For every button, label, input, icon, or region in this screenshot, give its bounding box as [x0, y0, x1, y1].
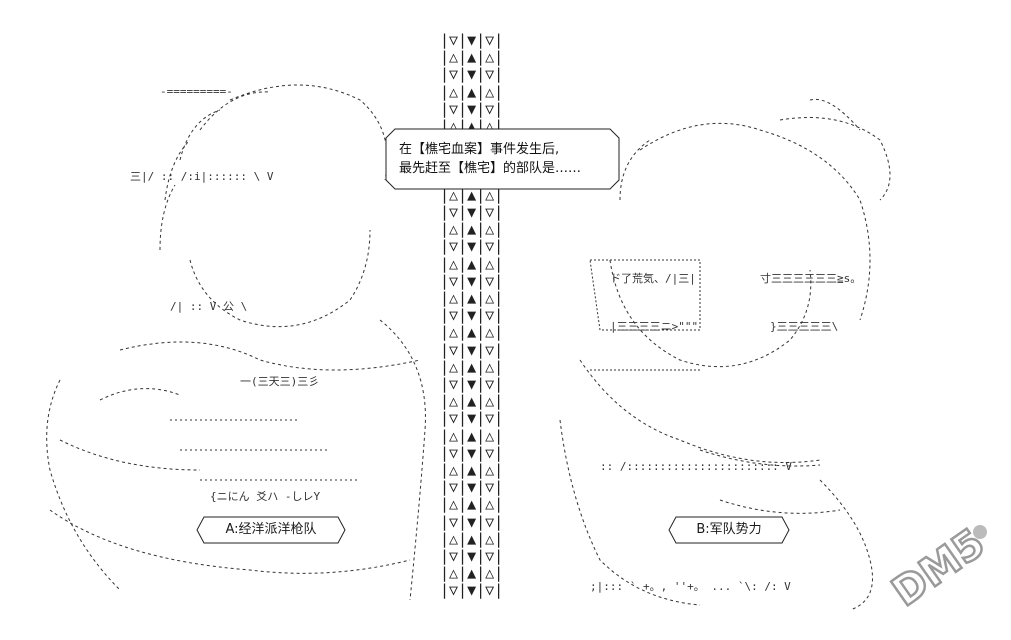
- triangle-row: |▽|▼|▽|: [440, 340, 504, 359]
- triangle-row: |▽|▼|▽|: [440, 478, 504, 497]
- watermark-dot-icon: [973, 525, 987, 539]
- faction-a-tag: A:经洋派洋枪队: [196, 516, 346, 544]
- triangle-row: |△|▲|△|: [440, 185, 504, 204]
- triangle-row: |▽|▼|▽|: [440, 203, 504, 221]
- triangle-row: |△|▲|△|: [440, 461, 504, 479]
- triangle-row: |△|▲|△|: [440, 426, 504, 445]
- triangle-row: |▽|▼|▽|: [440, 237, 504, 256]
- bubble-line-2: 最先赶至【樵宅】的部队是……: [399, 161, 582, 176]
- faction-a-frame: [196, 516, 346, 544]
- triangle-row: |△|▲|△|: [440, 357, 504, 376]
- triangle-row: |▽|▼|▽|: [440, 99, 504, 118]
- triangle-row: |△|▲|△|: [440, 392, 504, 411]
- svg-text:-=========-: -=========-: [160, 85, 233, 98]
- svg-text:ド了荒気、/|三|: ド了荒気、/|三|: [610, 271, 696, 285]
- triangle-row: |△|▲|△|: [440, 82, 504, 101]
- narration-bubble: 在【樵宅血案】事件发生后, 最先赶至【樵宅】的部队是……: [385, 128, 620, 190]
- triangle-row: |△|▲|△|: [440, 564, 504, 583]
- triangle-row: |▽|▼|▽|: [440, 547, 504, 565]
- faction-b-label: B:军队势力: [696, 522, 762, 537]
- svg-text:|三三三三ニ>""": |三三三三ニ>""": [610, 320, 698, 333]
- triangle-row: |△|▲|△|: [440, 220, 504, 239]
- right-figure-collar: [699, 449, 841, 514]
- faction-b-tag: B:军队势力: [668, 516, 790, 544]
- center-triangle-column: |▽|▼|▽||△|▲|△||▽|▼|▽||△|▲|△||▽|▼|▽||△|▲|…: [440, 32, 550, 612]
- bubble-frame: [385, 128, 620, 190]
- triangle-row: |▽|▼|▽|: [440, 409, 504, 428]
- triangle-row: |▽|▼|▽|: [440, 443, 504, 462]
- triangle-row: |△|▲|△|: [440, 323, 504, 342]
- triangle-row: |△|▲|△|: [440, 254, 504, 273]
- svg-text:寸三三三三三三≧s。: 寸三三三三三三≧s。: [760, 271, 861, 285]
- left-figure-hair: [159, 84, 388, 251]
- right-figure-body: [559, 359, 873, 611]
- bubble-text: 在【樵宅血案】事件发生后, 最先赶至【樵宅】的部队是……: [399, 140, 581, 178]
- svg-text:}三三三三三\: }三三三三三\: [770, 320, 838, 333]
- triangle-row: |▽|▼|▽|: [440, 581, 504, 600]
- svg-text:一(三天三)三彡: 一(三天三)三彡: [240, 375, 319, 388]
- svg-text::: /::::::::::::::::::::::: V: :: /::::::::::::::::::::::: V: [600, 460, 792, 473]
- triangle-row: |▽|▼|▽|: [440, 375, 504, 393]
- triangle-row: |▽|▼|▽|: [440, 306, 504, 325]
- left-figure-arm: [46, 319, 426, 601]
- triangle-row: |▽|▼|▽|: [440, 65, 504, 84]
- bubble-line-1: 在【樵宅血案】事件发生后,: [399, 142, 560, 157]
- left-figure-face: [189, 229, 371, 328]
- svg-text:/| :: V 公 \: /| :: V 公 \: [170, 300, 247, 313]
- triangle-row: |△|▲|△|: [440, 529, 504, 548]
- triangle-row: |▽|▼|▽|: [440, 271, 504, 290]
- svg-text:三|/ :: /:i|:::::: \ V: 三|/ :: /:i|:::::: \ V: [130, 170, 274, 183]
- triangle-row: |▽|▼|▽|: [440, 512, 504, 531]
- right-figure-head: [619, 122, 871, 321]
- svg-text:;|::: ` +。, ''+。 ... `\: /: V: ;|::: ` +。, ''+。 ... `\: /: V: [590, 580, 791, 593]
- dm5-watermark-logo: DM5: [880, 516, 998, 617]
- right-figure-hat: [779, 98, 891, 201]
- triangle-row: |△|▲|△|: [440, 289, 504, 307]
- triangle-row: |△|▲|△|: [440, 48, 504, 67]
- faction-a-label: A:经洋派洋枪队: [225, 522, 317, 537]
- faction-b-frame: [668, 516, 790, 544]
- triangle-row: |△|▲|△|: [440, 495, 504, 514]
- triangle-row: |▽|▼|▽|: [440, 31, 504, 49]
- svg-text:{ニにん 爻ハ -しレY: {ニにん 爻ハ -しレY: [210, 490, 320, 503]
